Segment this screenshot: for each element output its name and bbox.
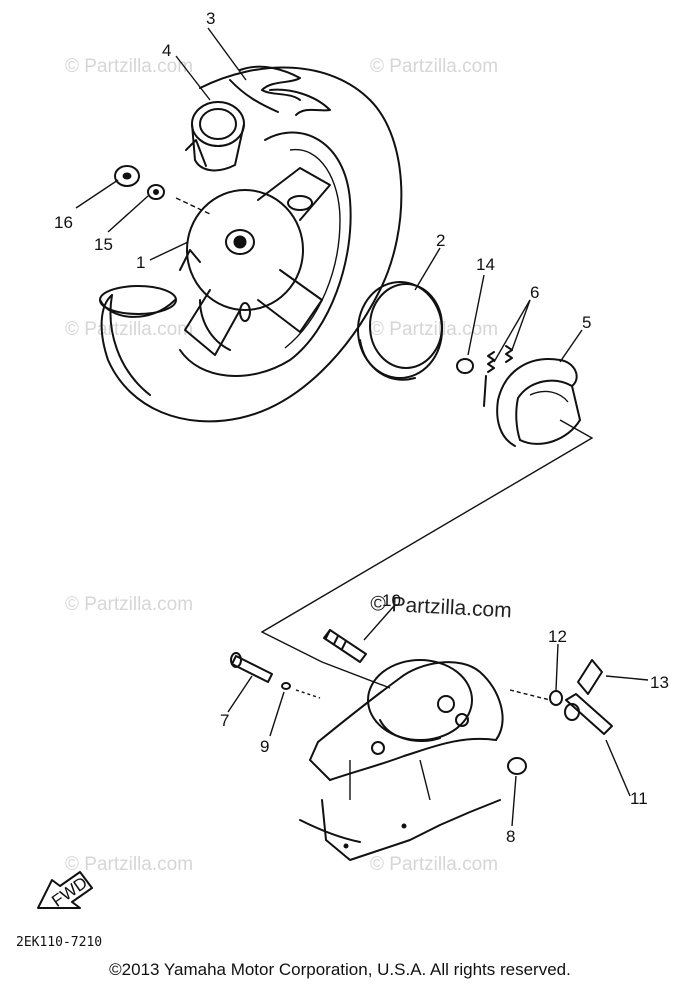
callout-13: 13 (650, 673, 669, 692)
watermark: © Partzilla.com (65, 56, 193, 77)
callout-9: 9 (260, 737, 269, 756)
callout-12: 12 (548, 627, 567, 646)
watermark: © Partzilla.com (370, 854, 498, 875)
rear-wheel-assembly (99, 65, 403, 423)
washer-15 (147, 184, 165, 200)
springs-6 (483, 299, 531, 407)
nut-14 (456, 274, 485, 374)
brake-shoe-5 (496, 329, 583, 447)
wheel-leaders (75, 27, 247, 261)
assembly-path (260, 419, 594, 689)
bolt-7 (227, 652, 273, 713)
callout-6: 6 (530, 283, 539, 302)
callout-7: 7 (220, 711, 229, 730)
watermark: © Partzilla.com (65, 854, 193, 875)
callout-10: 10 (382, 591, 401, 610)
callout-11: 11 (630, 789, 648, 808)
fwd-arrow-icon: FWD (37, 871, 93, 911)
ring-2 (357, 247, 443, 381)
callout-2: 2 (436, 231, 445, 250)
watermark: © Partzilla.com (370, 319, 498, 340)
callout-8: 8 (506, 827, 515, 846)
callout-5: 5 (582, 313, 591, 332)
watermark: © Partzilla.com (370, 56, 498, 77)
callout-16: 16 (54, 213, 73, 232)
pin-9 (269, 682, 321, 737)
nut-16 (114, 165, 140, 187)
watermark: © Partzilla.com (65, 594, 193, 615)
diagram-code: 2EK110-7210 (16, 935, 102, 950)
bolt-10 (323, 605, 395, 663)
callout-1: 1 (136, 253, 145, 272)
watermark: © Partzilla.com (65, 319, 193, 340)
callout-14: 14 (476, 255, 495, 274)
copyright-text: ©2013 Yamaha Motor Corporation, U.S.A. A… (109, 960, 571, 979)
nut-8 (507, 757, 527, 827)
callout-4: 4 (162, 41, 171, 60)
callout-15: 15 (94, 235, 113, 254)
swing-arm-case (299, 659, 504, 861)
callout-3: 3 (206, 9, 215, 28)
brake-arm-11-12-13 (509, 643, 649, 797)
